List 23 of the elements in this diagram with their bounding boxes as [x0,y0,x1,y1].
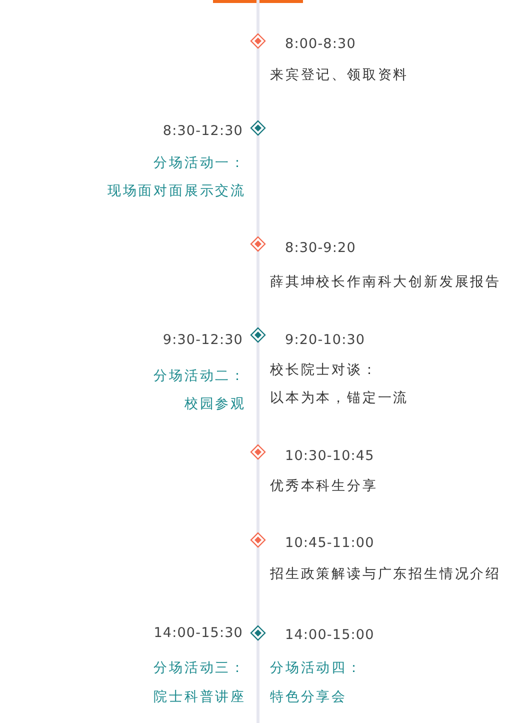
event-text: 薛其坤校长作南科大创新发展报告 [270,273,501,291]
time-label: 10:30-10:45 [285,447,374,465]
session-text: 院士科普讲座 [154,688,246,706]
session-text: 特色分享会 [270,688,347,706]
event-text: 以本为本，锚定一流 [270,389,409,407]
event-text: 优秀本科生分享 [270,477,378,495]
session-text: 分场活动三： [154,659,246,677]
time-label: 9:30-12:30 [162,331,243,349]
time-label: 8:30-12:30 [162,122,243,140]
session-text: 分场活动四： [270,659,362,677]
time-label: 14:00-15:00 [285,626,374,644]
time-label: 8:30-9:20 [285,239,356,257]
session-text: 现场面对面展示交流 [107,182,246,200]
event-text: 来宾登记、领取资料 [270,66,409,84]
time-label: 8:00-8:30 [285,35,356,53]
time-label: 9:20-10:30 [285,331,366,349]
time-label: 14:00-15:30 [154,624,243,642]
time-label: 10:45-11:00 [285,534,374,552]
session-text: 校园参观 [184,395,246,413]
event-text: 校长院士对谈： [270,361,378,379]
session-text: 分场活动二： [154,367,246,385]
session-text: 分场活动一： [154,154,246,172]
event-text: 招生政策解读与广东招生情况介绍 [270,565,501,583]
